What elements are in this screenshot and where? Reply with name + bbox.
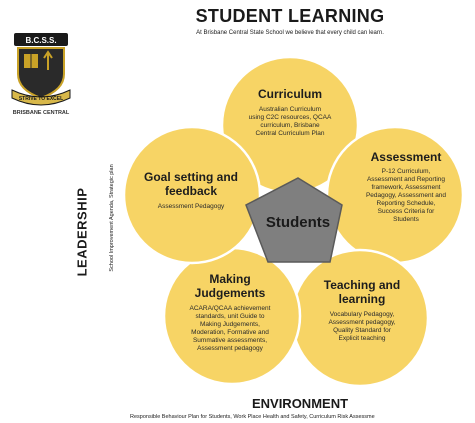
- school-logo: B.C.S.S. STRIVE TO EXCEL BRISBANE CENTRA…: [11, 33, 71, 116]
- logo-caption: BRISBANE CENTRAL: [13, 110, 70, 116]
- making-judgements-body: ACARA/QCAA achievement standards, unit G…: [189, 305, 271, 352]
- logo-banner-text: B.C.S.S.: [25, 36, 56, 45]
- assessment-body: P-12 Curriculum, Assessment and Reportin…: [365, 168, 447, 223]
- curriculum-title: Curriculum: [257, 87, 322, 101]
- logo-banner: [14, 33, 68, 46]
- teaching-learning-title: Teaching and learning: [323, 278, 401, 306]
- assessment-text: Assessment P-12 Curriculum, Assessment a…: [358, 150, 454, 224]
- environment-subtitle: Responsible Behaviour Plan for Students,…: [130, 414, 375, 420]
- goal-setting-title: Goal setting and feedback: [143, 170, 238, 198]
- torch-icon: [43, 50, 53, 70]
- making-judgements-title: Making Judgements: [194, 272, 266, 300]
- curriculum-text: Curriculum Australian Curriculum using C…: [240, 87, 340, 138]
- petal-goal-setting: [122, 125, 262, 265]
- curriculum-body: Australian Curriculum using C2C resource…: [248, 106, 332, 137]
- logo-motto-ribbon: [11, 89, 71, 106]
- goal-setting-text: Goal setting and feedback Assessment Ped…: [136, 170, 246, 211]
- goal-setting-body: Assessment Pedagogy: [157, 203, 225, 210]
- assessment-title: Assessment: [370, 150, 442, 164]
- diagram-subtitle: At Brisbane Central State School we beli…: [196, 30, 384, 36]
- teaching-learning-body: Vocabulary Pedagogy, Assessment pedagogy…: [328, 311, 396, 342]
- environment-title: ENVIRONMENT: [251, 396, 349, 411]
- making-judgements-text: Making Judgements ACARA/QCAA achievement…: [178, 272, 282, 353]
- teaching-learning-text: Teaching and learning Vocabulary Pedagog…: [312, 278, 412, 343]
- logo-motto: STRIVE TO EXCEL: [19, 96, 63, 102]
- students-label: Students: [265, 214, 331, 231]
- diagram-title: STUDENT LEARNING: [195, 6, 385, 26]
- students-center: [245, 177, 343, 263]
